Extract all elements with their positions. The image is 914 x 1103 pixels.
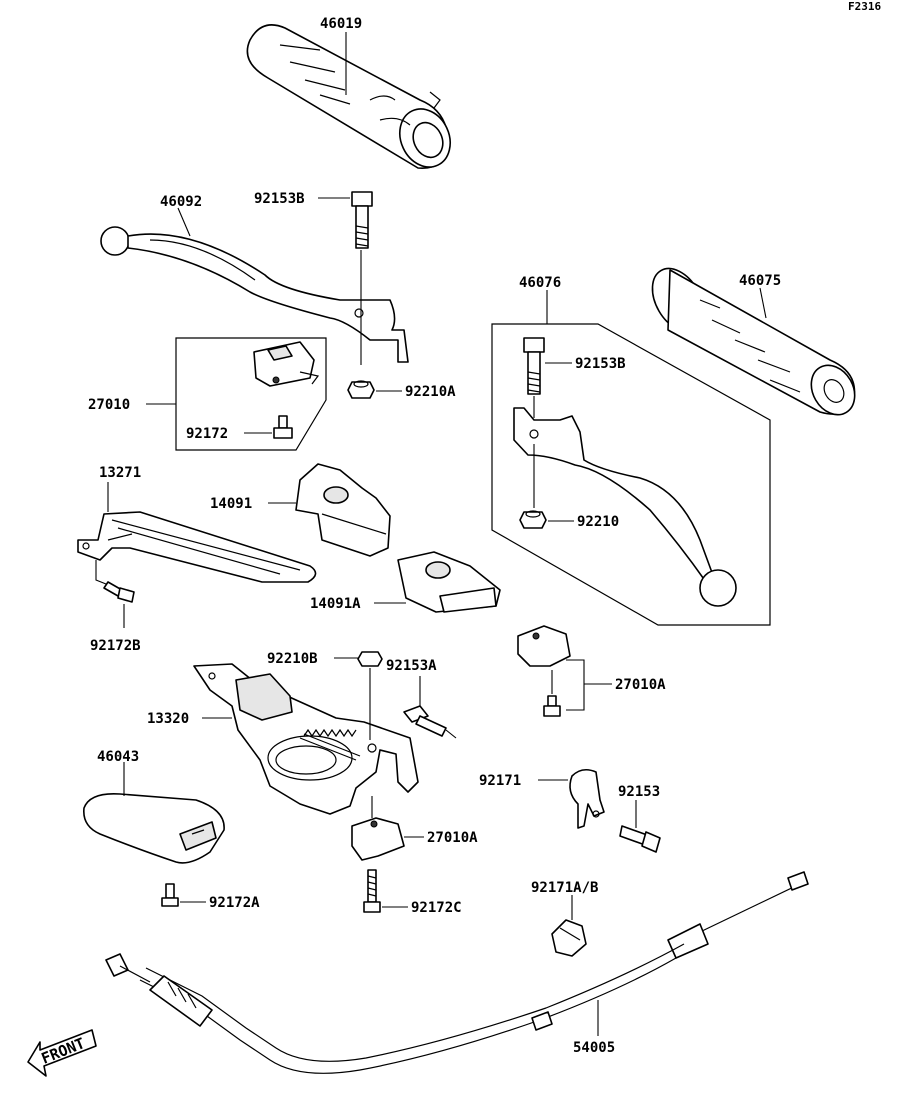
label-14091A: 14091A [310, 596, 361, 612]
label-92210B: 92210B [267, 651, 318, 667]
label-46092: 46092 [160, 194, 202, 210]
label-14091: 14091 [210, 496, 252, 512]
label-13320: 13320 [147, 711, 189, 727]
switch-27010[interactable] [253, 341, 320, 387]
housing-14091A[interactable] [397, 551, 501, 613]
cable-54005[interactable] [105, 871, 809, 1074]
switch-holder-13320[interactable] [193, 663, 419, 815]
label-54005: 54005 [573, 1040, 615, 1056]
label-13271: 13271 [99, 465, 141, 481]
brake-lever-46092[interactable] [100, 226, 409, 363]
right-grip-46075[interactable] [642, 260, 863, 423]
screw-92172C[interactable] [363, 869, 381, 913]
label-92172B: 92172B [90, 638, 141, 654]
label-92171: 92171 [479, 773, 521, 789]
label-92153B-top: 92153B [254, 191, 305, 207]
nut-92210A[interactable] [347, 380, 375, 399]
front-arrow-icon: FRONT [27, 1029, 97, 1077]
label-27010A-lower: 27010A [427, 830, 478, 846]
label-46019: 46019 [320, 16, 362, 32]
screw-27010A-right[interactable] [543, 695, 561, 717]
label-92210A: 92210A [405, 384, 456, 400]
label-92171AB: 92171A/B [531, 880, 598, 896]
label-46076: 46076 [519, 275, 561, 291]
label-46043: 46043 [97, 749, 139, 765]
switch-27010A-lower[interactable] [351, 817, 405, 861]
label-92172C: 92172C [411, 900, 462, 916]
label-27010: 27010 [88, 397, 130, 413]
label-46075: 46075 [739, 273, 781, 289]
diagram-code: F2316 [848, 0, 881, 13]
switch-27010-box [175, 337, 327, 451]
clamp-92171[interactable] [569, 768, 605, 829]
housing-14091[interactable] [295, 463, 391, 557]
screw-92172B[interactable] [103, 581, 135, 603]
label-92153B-right: 92153B [575, 356, 626, 372]
label-27010A-right: 27010A [615, 677, 666, 693]
pad-46043[interactable] [83, 792, 225, 864]
switch-27010A-right[interactable] [517, 625, 571, 667]
lever-assembly-46076-box [491, 323, 771, 626]
left-grip-46019[interactable] [246, 24, 459, 175]
bracket-13271[interactable] [77, 511, 317, 583]
label-92172A: 92172A [209, 895, 260, 911]
label-92153A: 92153A [386, 658, 437, 674]
label-92172: 92172 [186, 426, 228, 442]
clamp-92171AB[interactable] [551, 919, 587, 957]
screw-92172A[interactable] [161, 883, 179, 907]
label-92210: 92210 [577, 514, 619, 530]
bolt-92153A[interactable] [403, 705, 447, 737]
label-92153: 92153 [618, 784, 660, 800]
bolt-92153B-top[interactable] [351, 191, 373, 249]
bolt-92153B-right[interactable] [523, 337, 545, 395]
clutch-lever-46076[interactable] [513, 407, 737, 607]
screw-92172[interactable] [273, 415, 293, 439]
nut-92210[interactable] [519, 510, 547, 529]
front-label: FRONT [39, 1034, 88, 1068]
bolt-92153[interactable] [619, 825, 661, 853]
nut-92210B[interactable] [357, 651, 383, 667]
